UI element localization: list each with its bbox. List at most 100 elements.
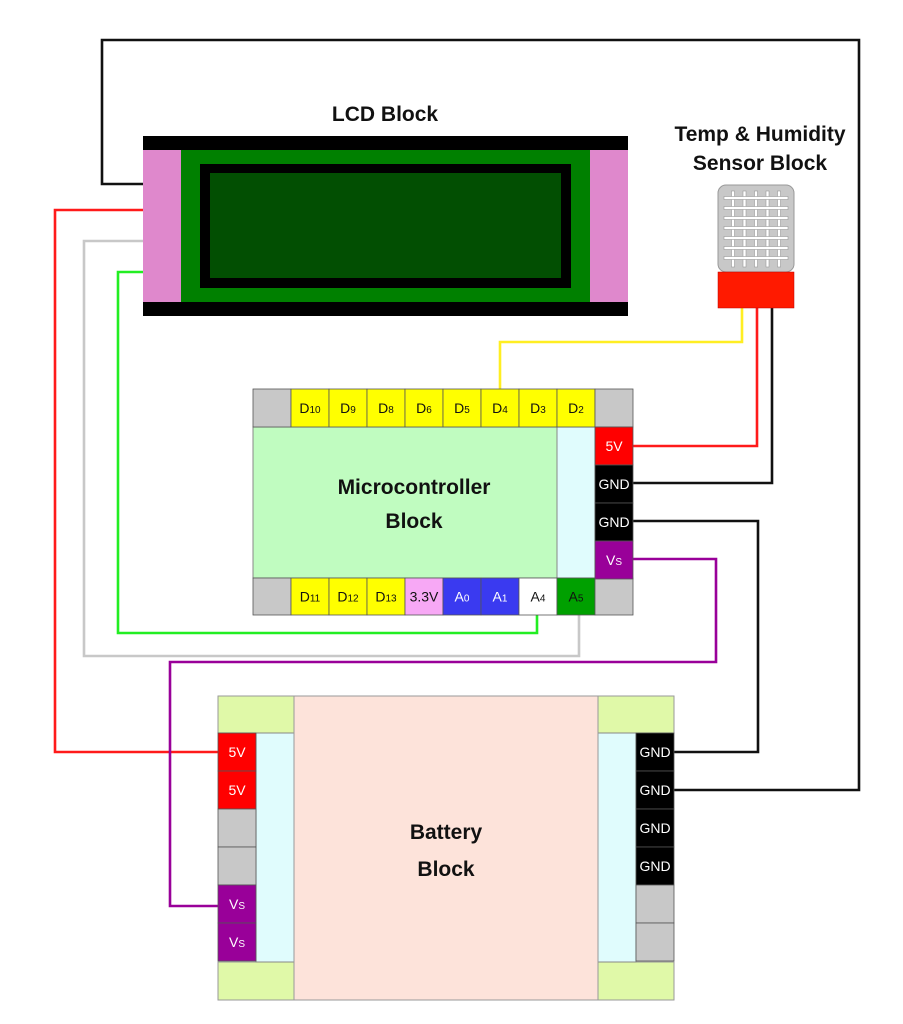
battery-corner-br — [597, 961, 675, 1001]
mcu-bottom-pin-body — [442, 577, 482, 616]
battery-left-pin-body — [217, 770, 257, 810]
battery-left-pin — [217, 808, 257, 848]
mcu-top-pin-label: D10 — [299, 400, 321, 416]
battery-right-pin: GND — [635, 808, 675, 848]
mcu-top-pin-label: D3 — [530, 400, 546, 416]
mcu-bottom-pin: A0 — [442, 577, 482, 616]
mcu-top-pin-body — [252, 388, 292, 428]
mcu-bottom-pin-label: A4 — [531, 589, 546, 605]
mesh-horizontal-bar — [723, 216, 789, 220]
mcu-right-pin-label: VS — [606, 552, 622, 568]
mcu-bottom-pin: D13 — [366, 577, 406, 616]
wire-sensor-data-to-d4 — [498, 308, 744, 389]
battery-right-strip — [597, 732, 637, 963]
battery-right-pin-body — [635, 884, 675, 924]
lcd-right-pad — [590, 150, 628, 302]
sensor-title-line1: Temp & Humidity — [674, 123, 845, 146]
battery-right-pin-body — [635, 770, 675, 810]
battery-left-pin-body — [217, 732, 257, 772]
mcu-bottom-pin-body — [366, 577, 406, 616]
battery-right-pin: GND — [635, 846, 675, 886]
battery-left-strip — [255, 732, 295, 963]
mcu-bottom-pin — [594, 577, 634, 616]
mcu-bottom-pin: A5 — [556, 577, 596, 616]
mcu-top-pin: D3 — [518, 388, 558, 428]
mcu-bottom-pin-label: D11 — [300, 589, 321, 605]
mcu-top-pin-label: D4 — [492, 400, 508, 416]
mcu-top-pin-body — [480, 388, 520, 428]
mcu-right-pin-label: GND — [598, 476, 629, 492]
mcu-top-pin: D10 — [290, 388, 330, 428]
battery-left-pin: 5V — [217, 770, 257, 810]
mcu-bottom-pin-body — [594, 577, 634, 616]
mcu-top-pin-body — [290, 388, 330, 428]
wires — [53, 38, 861, 908]
sensor-grille-mesh — [723, 190, 789, 268]
battery-right-pin-body — [635, 732, 675, 772]
mcu-title-line1: Microcontroller — [338, 476, 491, 499]
battery-right-pin-body — [635, 846, 675, 886]
mcu-bottom-pin — [252, 577, 292, 616]
mcu-bottom-pin-body — [290, 577, 330, 616]
wire-mcu-gnd-to-battery-gnd — [633, 519, 760, 754]
mcu-top-pin: D4 — [480, 388, 520, 428]
sensor-block: Temp & Humidity Sensor Block — [674, 123, 846, 309]
mcu-bottom-pin: D12 — [328, 577, 368, 616]
mcu-right-pin-body — [594, 464, 634, 504]
mcu-right-pin-label: 5V — [605, 438, 623, 454]
mesh-horizontal-bar — [723, 196, 789, 200]
mcu-top-pin — [594, 388, 634, 428]
mcu-right-pin-body — [594, 540, 634, 580]
mcu-bottom-pin-body — [328, 577, 368, 616]
mesh-horizontal-bar — [723, 206, 789, 210]
lcd-left-pad — [143, 150, 181, 302]
battery-body — [293, 695, 599, 1001]
battery-right-pin: GND — [635, 732, 675, 772]
battery-right-pin-label: GND — [639, 744, 670, 760]
lcd-screen — [210, 173, 561, 278]
battery-left-pin — [217, 846, 257, 886]
mcu-right-pin-body — [594, 502, 634, 542]
battery-left-pin-label: VS — [229, 934, 245, 950]
mcu-top-pin: D2 — [556, 388, 596, 428]
mcu-bottom-pin-label: A1 — [493, 589, 508, 605]
wire-sensor-gnd — [633, 308, 774, 485]
battery-corner-tr — [597, 695, 675, 734]
mcu-top-pin-label: D9 — [340, 400, 356, 416]
mcu-bottom-pin-body — [404, 577, 444, 616]
mcu-top-pin-body — [594, 388, 634, 428]
wire-lcd-to-battery-5v — [53, 208, 218, 754]
mesh-horizontal-bar — [723, 246, 789, 250]
mcu-title-line2: Block — [385, 510, 443, 533]
mcu-right-pin: 5V — [594, 426, 634, 466]
mcu-top-pin-label: D5 — [454, 400, 470, 416]
mesh-horizontal-bar — [723, 236, 789, 240]
mesh-horizontal-bar — [723, 256, 789, 260]
mcu-bottom-pin-label: D12 — [337, 589, 359, 605]
battery-right-pin-label: GND — [639, 782, 670, 798]
battery-left-pin: VS — [217, 884, 257, 924]
mcu-top-pin-label: D6 — [416, 400, 432, 416]
sensor-base — [717, 271, 795, 309]
mcu-bottom-pin: A4 — [518, 577, 558, 616]
mcu-bottom-pin: 3.3V — [404, 577, 444, 616]
battery-left-pin-body — [217, 884, 257, 924]
battery-corner-tl — [217, 695, 295, 734]
mcu-bottom-pin-body — [518, 577, 558, 616]
mcu-top-pin-body — [518, 388, 558, 428]
mcu-side-strip — [556, 426, 596, 579]
battery-corner-bl — [217, 961, 295, 1001]
mcu-top-pin-body — [366, 388, 406, 428]
mcu-bottom-pin: D11 — [290, 577, 330, 616]
battery-left-pin: 5V — [217, 732, 257, 772]
mcu-top-pin-label: D8 — [378, 400, 394, 416]
mcu-bottom-pin-label: A0 — [455, 589, 470, 605]
mcu-top-pin: D6 — [404, 388, 444, 428]
wire-mcu-vs-to-battery-vs — [168, 557, 718, 908]
battery-title-line1: Battery — [410, 821, 483, 844]
